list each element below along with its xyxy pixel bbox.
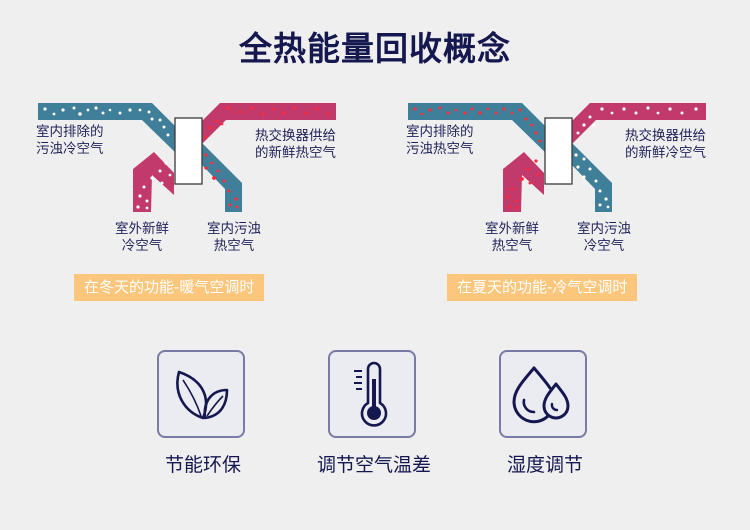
feature-humidity: 湿度调节 (499, 350, 591, 476)
label-line: 室内排除的 (36, 124, 104, 140)
feature-energy-saving: 节能环保 (157, 350, 249, 476)
thermometer-icon (354, 361, 388, 427)
label-line: 热交换器供给 (255, 128, 336, 144)
label-line: 冷空气 (583, 238, 625, 254)
label-line: 热交换器供给 (625, 128, 706, 144)
label-supply: 热交换器供给 的新鲜热空气 (236, 128, 336, 162)
feature-label: 湿度调节 (506, 454, 584, 476)
label-supply: 热交换器供给 的新鲜冷空气 (606, 128, 706, 162)
label-indoor-stale: 室内污浊 热空气 (202, 221, 266, 255)
leaves-icon (176, 370, 229, 420)
label-line: 室内排除的 (406, 124, 474, 140)
label-line: 冷空气 (121, 238, 163, 254)
feature-temperature: 调节空气温差 (317, 350, 431, 476)
label-line: 热空气 (213, 238, 255, 254)
heat-exchanger-winter-graphic (38, 103, 336, 212)
feature-icon-box (157, 350, 245, 438)
page-title: 全热能量回收概念 (239, 29, 511, 68)
diagram-summer: 室内排除的 污浊热空气 热交换器供给 的新鲜冷空气 室外新鲜 热空气 室内污浊 … (400, 95, 720, 255)
label-line: 污浊冷空气 (36, 141, 104, 157)
feature-label: 调节空气温差 (316, 454, 432, 476)
label-outdoor-fresh: 室外新鲜 冷空气 (110, 221, 174, 255)
label-outdoor-fresh: 室外新鲜 热空气 (480, 221, 544, 255)
label-line: 热空气 (491, 238, 533, 254)
feature-icon-box (328, 350, 416, 438)
label-line: 的新鲜冷空气 (625, 145, 706, 161)
heat-exchanger-summer-graphic (408, 103, 706, 212)
feature-icon-box (499, 350, 587, 438)
water-drops-icon (512, 366, 570, 424)
caption-summer: 在夏天的功能-冷气空调时 (447, 274, 638, 301)
feature-label: 节能环保 (164, 454, 242, 476)
label-line: 室外新鲜 (115, 221, 169, 237)
label-line: 室内污浊 (577, 221, 631, 237)
label-indoor-exhaust: 室内排除的 污浊冷空气 (36, 124, 104, 158)
caption-winter: 在冬天的功能-暖气空调时 (74, 274, 265, 301)
label-line: 的新鲜热空气 (255, 145, 336, 161)
label-line: 室内污浊 (207, 221, 261, 237)
label-indoor-stale: 室内污浊 冷空气 (572, 221, 636, 255)
label-indoor-exhaust: 室内排除的 污浊热空气 (406, 124, 474, 158)
diagram-winter: 室内排除的 污浊冷空气 热交换器供给 的新鲜热空气 室外新鲜 冷空气 室内污浊 … (30, 95, 350, 255)
label-line: 污浊热空气 (406, 141, 474, 157)
label-line: 室外新鲜 (485, 221, 539, 237)
